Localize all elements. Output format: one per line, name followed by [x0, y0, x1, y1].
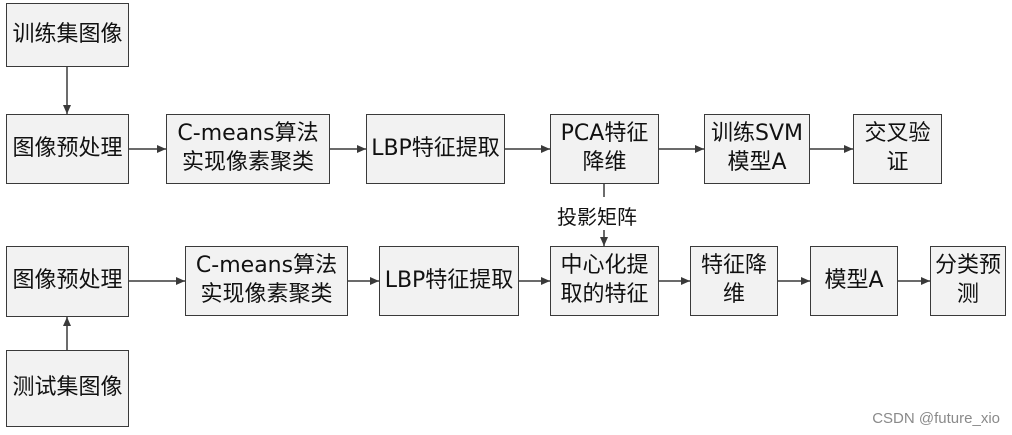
test-model-label: 模型A — [824, 267, 884, 293]
projection-matrix-label: 投影矩阵 — [557, 205, 637, 229]
test-predict-box: 分类预测 — [930, 246, 1006, 316]
test-cmeans-label: C-means算法实现像素聚类 — [195, 253, 338, 307]
train-pca-label: PCA特征降维 — [560, 121, 649, 175]
train-lbp-box: LBP特征提取 — [366, 114, 505, 184]
train-crossval-box: 交叉验证 — [853, 114, 942, 184]
test-dataset-label: 测试集图像 — [12, 375, 123, 401]
train-dataset-box: 训练集图像 — [6, 3, 129, 67]
train-cmeans-box: C-means算法实现像素聚类 — [166, 114, 330, 184]
train-dataset-label: 训练集图像 — [12, 21, 123, 47]
test-dataset-box: 测试集图像 — [6, 350, 129, 427]
test-center-label: 中心化提取的特征 — [560, 253, 649, 307]
watermark: CSDN @future_xio — [872, 410, 1000, 427]
test-reduce-box: 特征降维 — [690, 246, 778, 316]
test-center-box: 中心化提取的特征 — [550, 246, 659, 316]
train-svm-box: 训练SVM模型A — [704, 114, 810, 184]
train-preprocess-box: 图像预处理 — [6, 114, 129, 184]
test-cmeans-box: C-means算法实现像素聚类 — [185, 246, 348, 316]
test-lbp-box: LBP特征提取 — [379, 246, 519, 316]
test-preprocess-label: 图像预处理 — [12, 268, 123, 294]
train-pca-box: PCA特征降维 — [550, 114, 659, 184]
train-svm-label: 训练SVM模型A — [711, 121, 803, 175]
test-predict-label: 分类预测 — [935, 253, 1002, 307]
train-lbp-label: LBP特征提取 — [371, 135, 500, 161]
test-model-box: 模型A — [810, 246, 898, 316]
test-preprocess-box: 图像预处理 — [6, 246, 129, 317]
train-crossval-label: 交叉验证 — [864, 121, 931, 175]
test-reduce-label: 特征降维 — [700, 253, 767, 307]
train-cmeans-label: C-means算法实现像素聚类 — [177, 121, 319, 175]
test-lbp-label: LBP特征提取 — [384, 267, 514, 293]
train-preprocess-label: 图像预处理 — [12, 135, 123, 161]
